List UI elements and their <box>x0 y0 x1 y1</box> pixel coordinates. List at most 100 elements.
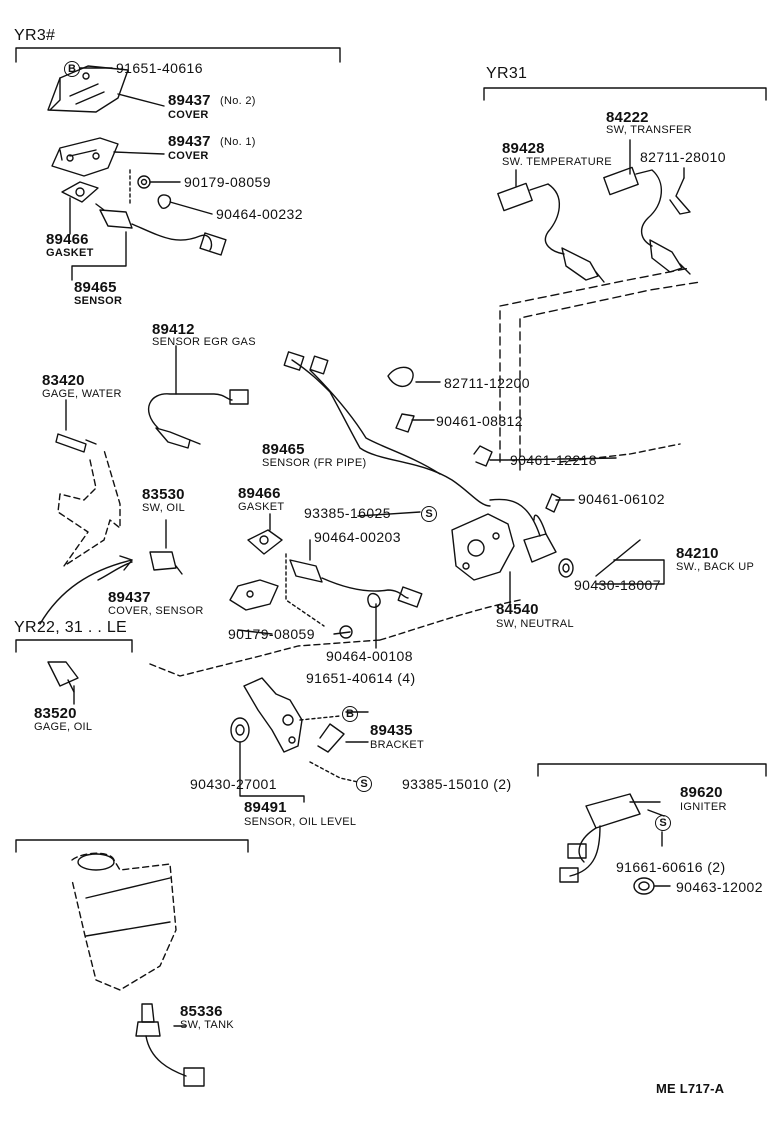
harness-main <box>283 351 541 537</box>
clamp-82711-12200 <box>387 366 414 387</box>
callout-89437-no1-qualifier: (No. 1) <box>220 136 256 148</box>
egr-sensor-part <box>147 389 249 449</box>
grommet-90463-12002 <box>633 877 655 895</box>
callout-89465-b-desc: SENSOR (FR PIPE) <box>262 457 367 469</box>
callout-84222-desc: SW, TRANSFER <box>606 124 692 136</box>
cover-no2-part <box>47 65 129 113</box>
callout-89466-b-desc: GASKET <box>238 501 285 513</box>
callout-83530: 83530 <box>142 486 185 503</box>
group-label-yr22: YR22, 31 . . LE <box>14 619 128 636</box>
nut-part-a <box>137 175 151 189</box>
clamp-part-a <box>157 194 172 209</box>
callout-90461-08312: 90461-08312 <box>436 413 523 429</box>
callout-90461-12218: 90461-12218 <box>510 452 597 468</box>
callout-90430-27001: 90430-27001 <box>190 776 277 792</box>
clip-90461-12218 <box>473 445 493 467</box>
callout-89491: 89491 <box>244 799 287 816</box>
callout-89466-a: 89466 <box>46 231 89 248</box>
callout-89466-a-desc: GASKET <box>46 247 94 259</box>
dash-leader-c <box>309 761 359 783</box>
callout-84540: 84540 <box>496 601 539 618</box>
group-bracket-tank <box>15 839 249 853</box>
group-bracket-yr22 <box>15 639 133 653</box>
marker-b-b: B <box>342 706 358 722</box>
marker-b-a: B <box>64 61 80 77</box>
washer-90430-18007 <box>558 558 574 578</box>
oil-level-sensor-part <box>243 677 303 753</box>
callout-89412-desc: SENSOR EGR GAS <box>152 336 256 348</box>
callout-82711-28010: 82711-28010 <box>640 149 726 165</box>
callout-90464-00232: 90464-00232 <box>216 206 303 222</box>
clip-90461-08312 <box>395 413 415 433</box>
callout-84210: 84210 <box>676 545 719 562</box>
callout-83420: 83420 <box>42 372 85 389</box>
callout-82711-12200: 82711-12200 <box>444 375 530 391</box>
callout-90179-08059-a: 90179-08059 <box>184 174 271 190</box>
callout-85336: 85336 <box>180 1003 223 1020</box>
callout-89428: 89428 <box>502 140 545 157</box>
fuel-tank-outline <box>71 852 177 991</box>
transfer-switch-part <box>603 166 691 275</box>
nut-part-b <box>339 625 353 639</box>
callout-89437-no2-desc: COVER <box>168 109 209 121</box>
oil-gage-part <box>47 661 79 693</box>
gasket-part-a <box>61 181 99 203</box>
marker-s-b: S <box>356 776 372 792</box>
callout-83420-desc: GAGE, WATER <box>42 388 122 400</box>
arrow-yr22 <box>39 559 133 625</box>
callout-89437-cover-sensor-desc: COVER, SENSOR <box>108 605 204 617</box>
engine-outline-right <box>379 599 521 641</box>
neutral-switch-part <box>451 513 515 581</box>
tank-switch-part <box>135 1003 205 1087</box>
callout-91651-40614: 91651-40614 (4) <box>306 670 416 686</box>
callout-89412: 89412 <box>152 321 195 338</box>
engine-outline-bottom <box>149 639 381 677</box>
callout-89435-desc: BRACKET <box>370 739 425 751</box>
callout-89428-desc: SW. TEMPERATURE <box>502 156 612 168</box>
diagram-code: ME L717-A <box>656 1081 725 1096</box>
arrow-head <box>119 555 133 571</box>
cover-sensor-part <box>229 579 279 611</box>
engine-outline-left <box>57 449 121 567</box>
group-label-yr31: YR31 <box>486 65 528 82</box>
callout-90430-18007: 90430-18007 <box>574 577 661 593</box>
callout-89437-no1-desc: COVER <box>168 150 209 162</box>
callout-89437-no1: 89437 <box>168 133 211 150</box>
callout-90463-12002: 90463-12002 <box>676 879 763 895</box>
group-bracket-yr31 <box>483 87 767 101</box>
callout-89620-desc: IGNITER <box>680 801 727 813</box>
dash-leader-d <box>299 715 341 721</box>
callout-90179-08059-b: 90179-08059 <box>228 626 315 642</box>
callout-89620: 89620 <box>680 784 723 801</box>
callout-89437-no2-qualifier: (No. 2) <box>220 95 256 107</box>
callout-85336-desc: SW, TANK <box>180 1019 234 1031</box>
callout-89437-cover-sensor: 89437 <box>108 589 151 606</box>
callout-89437-no2: 89437 <box>168 92 211 109</box>
oxygen-sensor-a <box>95 203 227 256</box>
callout-90461-06102: 90461-06102 <box>578 491 665 507</box>
wire-clamp-82711-28010 <box>669 177 691 215</box>
group-label-yr3: YR3# <box>14 27 56 44</box>
callout-89465-a-desc: SENSOR <box>74 295 123 307</box>
temperature-switch-part <box>497 182 605 283</box>
clamp-part-b <box>367 592 381 608</box>
callout-89491-desc: SENSOR, OIL LEVEL <box>244 816 357 828</box>
callout-83520: 83520 <box>34 705 77 722</box>
dash-harness-a <box>499 267 691 463</box>
gasket-part-b <box>247 529 283 555</box>
callout-89465-a: 89465 <box>74 279 117 296</box>
marker-s-a: S <box>421 506 437 522</box>
cover-no1-part <box>51 137 119 177</box>
leader-lines <box>65 67 685 1027</box>
callout-90464-00203: 90464-00203 <box>314 529 401 545</box>
backup-switch-part <box>523 514 557 563</box>
callout-93385-15010: 93385-15010 (2) <box>402 776 512 792</box>
callout-84222: 84222 <box>606 109 649 126</box>
callout-91661-60616: 91661-60616 (2) <box>616 859 726 875</box>
callout-83530-desc: SW, OIL <box>142 502 186 514</box>
bracket-89435-part <box>317 723 345 753</box>
group-bracket-yr3 <box>15 47 341 63</box>
callout-93385-16025: 93385-16025 <box>304 505 391 521</box>
dash-harness-b <box>519 281 701 471</box>
